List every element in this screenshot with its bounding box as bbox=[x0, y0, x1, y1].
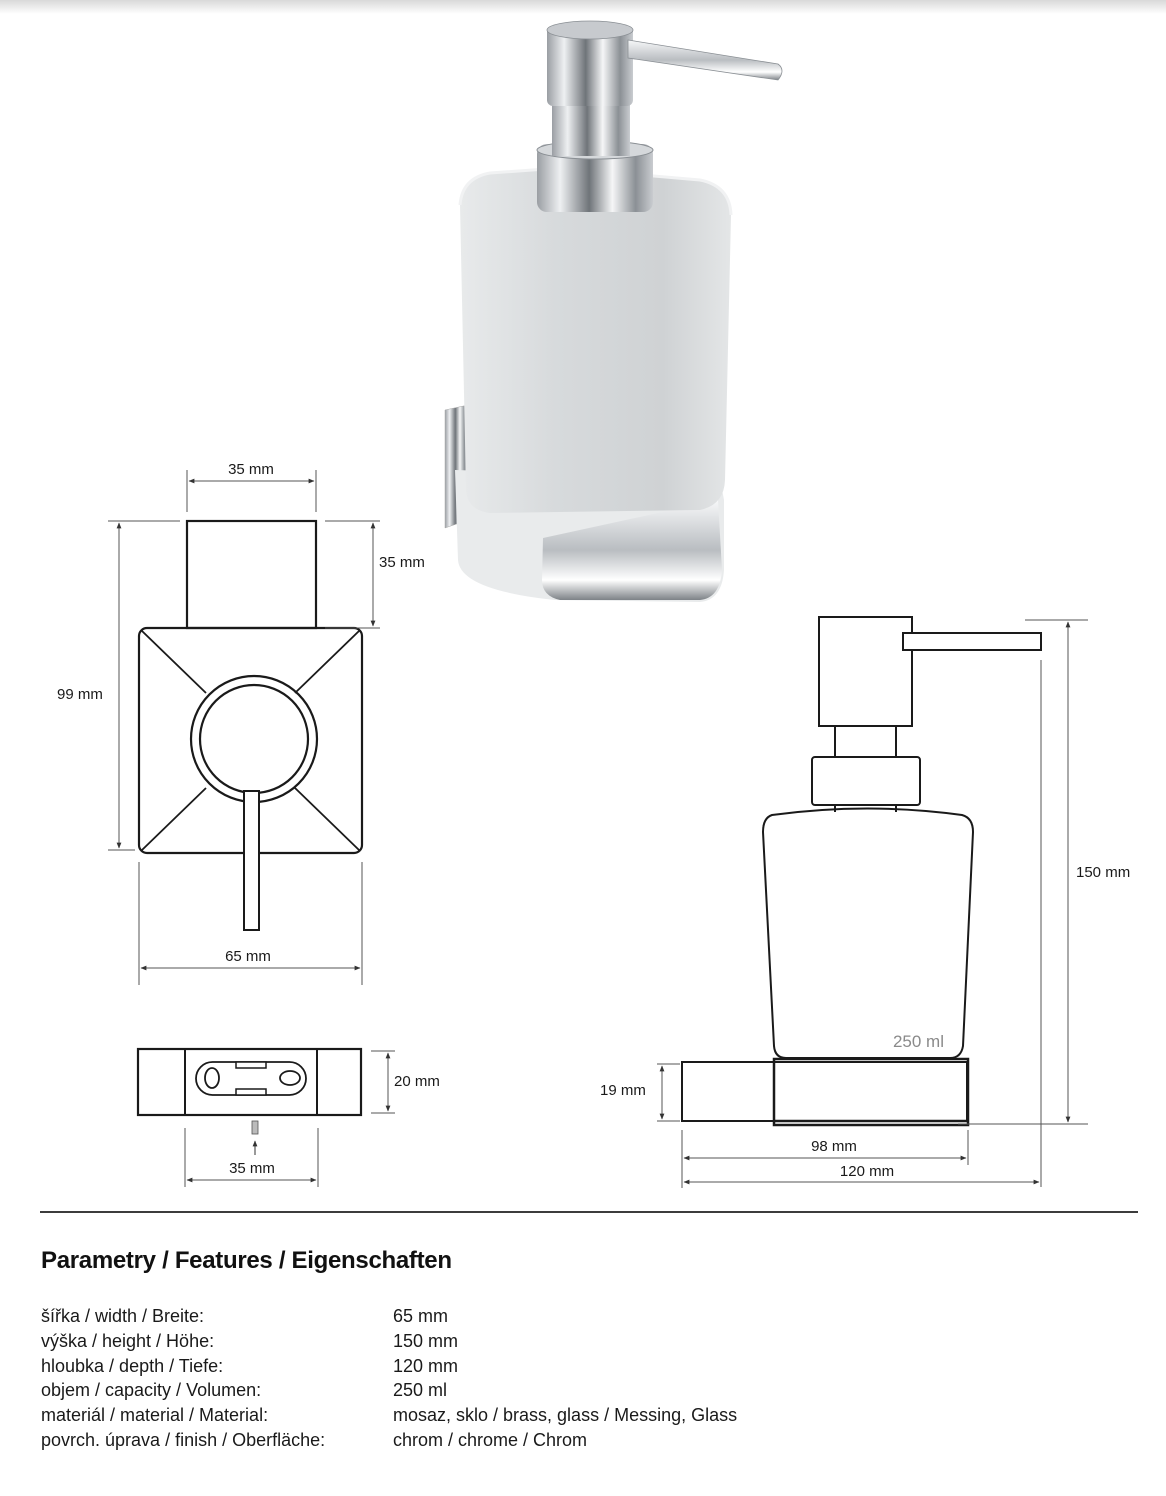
table-row: objem / capacity / Volumen: 250 ml bbox=[41, 1378, 737, 1403]
spec-value-material: mosaz, sklo / brass, glass / Messing, Gl… bbox=[393, 1405, 738, 1426]
dim-height: 150 mm bbox=[1076, 864, 1130, 881]
spec-label-finish: povrch. úprava / finish / Oberfläche: bbox=[41, 1429, 326, 1450]
table-row: výška / height / Höhe: 150 mm bbox=[41, 1329, 737, 1354]
product-photo bbox=[444, 20, 783, 602]
spec-label-width: šířka / width / Breite: bbox=[41, 1306, 205, 1326]
dim-body-width: 65 mm bbox=[225, 948, 271, 965]
spec-value-width: 65 mm bbox=[393, 1306, 449, 1326]
dim-base-depth: 98 mm bbox=[811, 1138, 857, 1155]
features-table: šířka / width / Breite: 65 mm výška / he… bbox=[41, 1304, 737, 1453]
spec-value-finish: chrom / chrome / Chrom bbox=[393, 1429, 588, 1450]
screw-icon bbox=[251, 1120, 259, 1135]
dim-mount-depth: 35 mm bbox=[379, 554, 425, 571]
table-row: materiál / material / Material: mosaz, s… bbox=[41, 1403, 737, 1428]
table-row: hloubka / depth / Tiefe: 120 mm bbox=[41, 1354, 737, 1379]
spec-value-height: 150 mm bbox=[393, 1330, 459, 1351]
table-row: povrch. úprava / finish / Oberfläche: ch… bbox=[41, 1428, 737, 1453]
section-divider bbox=[40, 1211, 1138, 1213]
mount-plate-drawing bbox=[136, 1047, 395, 1187]
capacity-label: 250 ml bbox=[893, 1032, 944, 1051]
dim-screw-spacing: 35 mm bbox=[229, 1160, 275, 1177]
spec-label-capacity: objem / capacity / Volumen: bbox=[41, 1380, 262, 1401]
top-view-drawing bbox=[108, 470, 380, 985]
spec-value-capacity: 250 ml bbox=[393, 1380, 448, 1401]
side-view-drawing bbox=[657, 616, 1088, 1188]
dim-total-depth-top: 99 mm bbox=[57, 686, 103, 703]
spec-label-material: materiál / material / Material: bbox=[41, 1405, 269, 1426]
dim-plate-height: 20 mm bbox=[394, 1073, 440, 1090]
spec-label-depth: hloubka / depth / Tiefe: bbox=[41, 1355, 224, 1376]
top-edge-shadow bbox=[0, 0, 1166, 14]
dim-base-height: 19 mm bbox=[600, 1082, 646, 1099]
features-title: Parametry / Features / Eigenschaften bbox=[41, 1247, 452, 1274]
dim-total-depth: 120 mm bbox=[840, 1163, 894, 1180]
dim-mount-width: 35 mm bbox=[228, 461, 274, 478]
spec-value-depth: 120 mm bbox=[393, 1355, 459, 1376]
table-row: šířka / width / Breite: 65 mm bbox=[41, 1304, 737, 1329]
spec-label-height: výška / height / Höhe: bbox=[41, 1330, 215, 1351]
